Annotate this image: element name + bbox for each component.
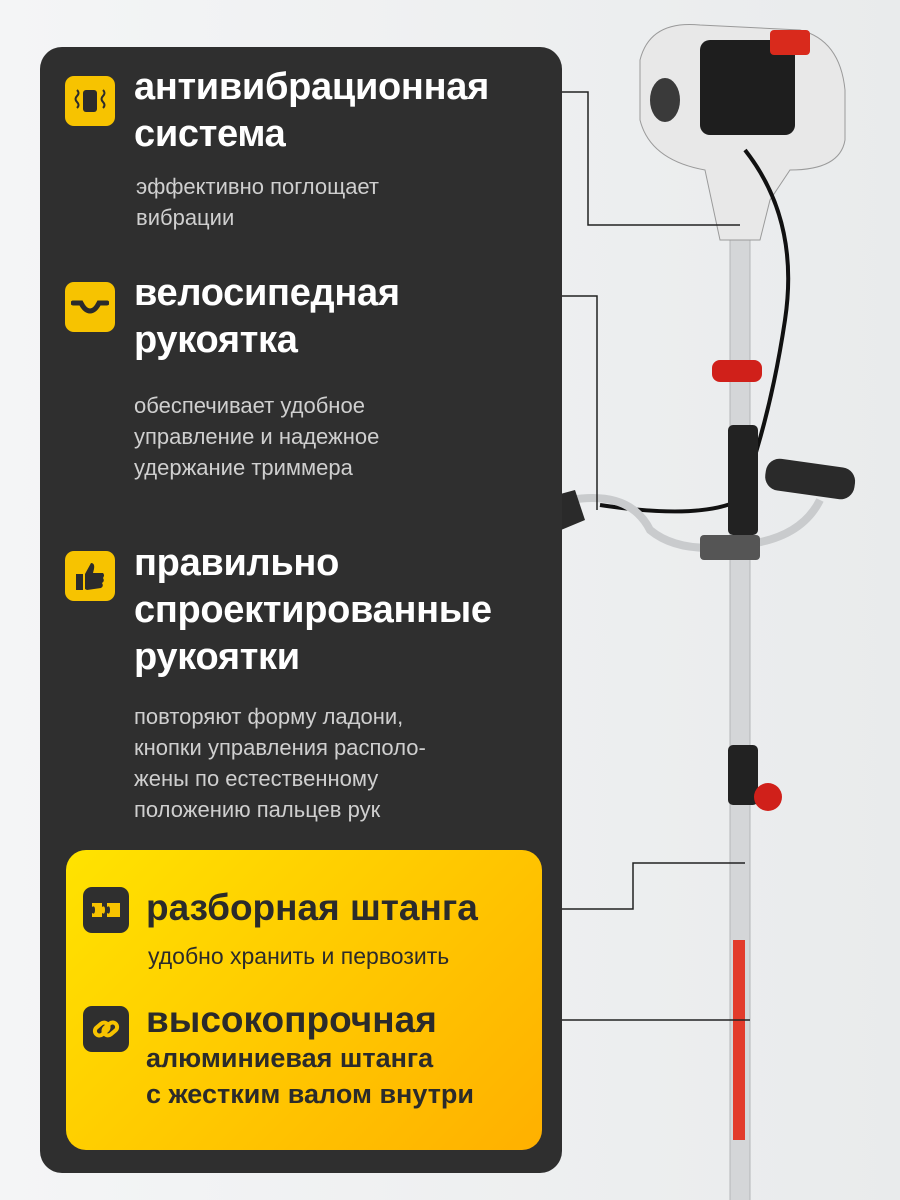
highlight-1-desc: удобно хранить и первозить	[148, 943, 450, 969]
bike-handle-icon	[65, 282, 115, 332]
thumbs-up-icon	[65, 551, 115, 601]
puzzle-icon	[83, 887, 129, 933]
highlight-2-title: высокопрочная	[146, 999, 437, 1040]
anti-vibration-icon	[65, 76, 115, 126]
chain-link-icon	[83, 1006, 129, 1052]
highlight-box	[66, 850, 542, 1150]
highlight-1-title: разборная штанга	[146, 887, 478, 928]
feature-3-desc: повторяют форму ладони,кнопки управления…	[134, 704, 426, 822]
